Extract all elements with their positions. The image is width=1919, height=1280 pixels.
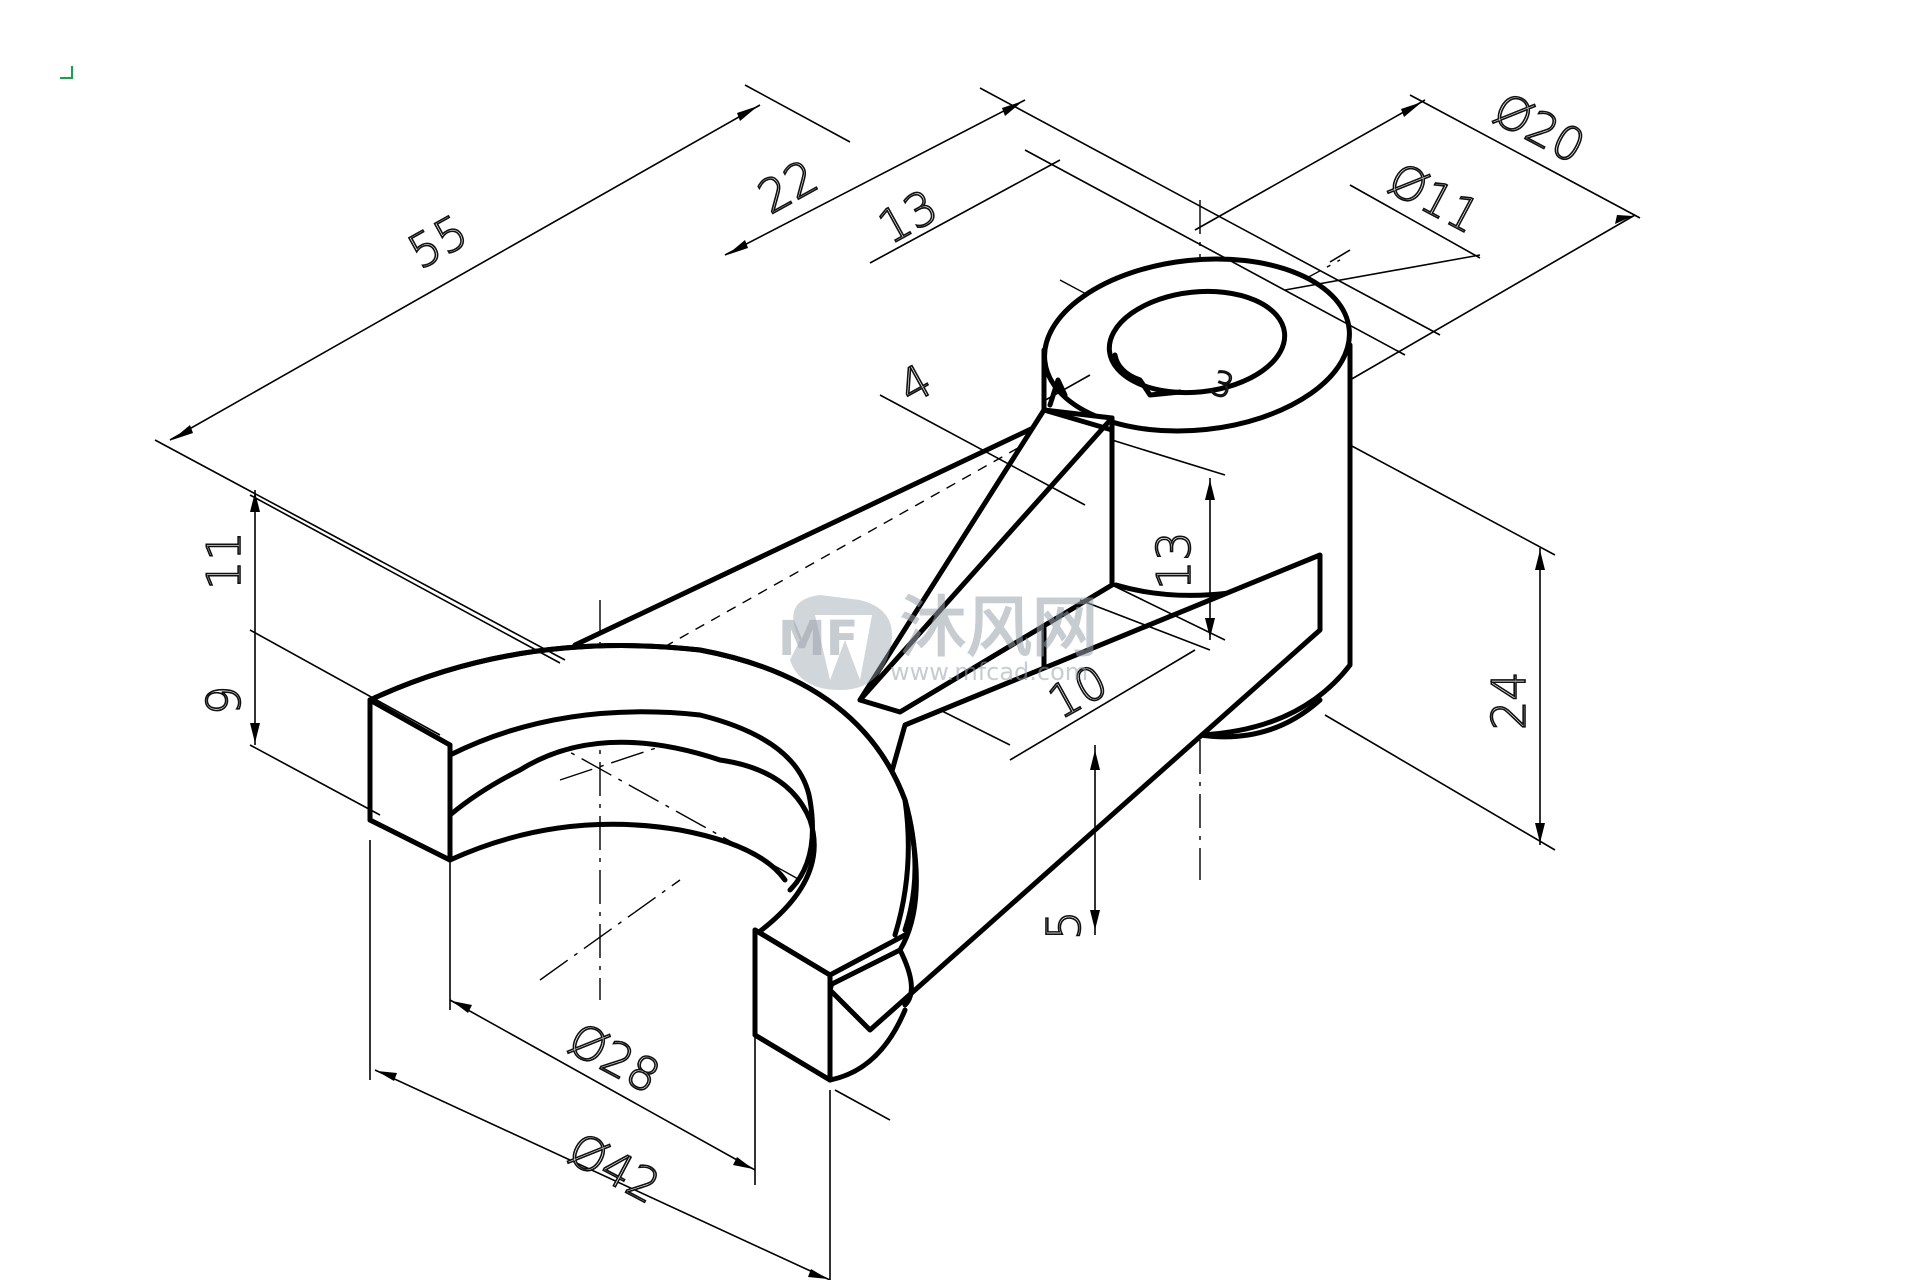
dim-4: 4 [889, 353, 941, 414]
dim-13-rib: 13 [1147, 531, 1201, 590]
watermark-logo-icon [790, 595, 892, 690]
dimension-lines [154, 84, 1641, 1280]
dim-dia-28: Ø28 [560, 1012, 669, 1104]
part-outline [367, 256, 1353, 1083]
watermark-logo-letters: MF [778, 611, 859, 667]
boss-bore [1106, 288, 1288, 396]
dim-dia-42: Ø42 [560, 1122, 669, 1214]
dim-24: 24 [1482, 671, 1536, 730]
dim-5: 5 [1037, 911, 1091, 940]
dimension-arrows [172, 101, 1633, 1279]
dim-22: 22 [749, 149, 826, 225]
watermark-url: www.mfcad.com [890, 658, 1088, 686]
corner-mark [60, 66, 73, 79]
dim-dia-20: Ø20 [1485, 82, 1594, 174]
watermark: MF 沐风网 www.mfcad.com [778, 589, 1098, 690]
dim-dia-11: Ø11 [1380, 152, 1489, 244]
dim-13-top: 13 [869, 179, 946, 255]
dim-11: 11 [197, 531, 251, 590]
dim-9: 9 [197, 686, 251, 715]
watermark-brand: 沐风网 [900, 589, 1098, 666]
dim-55: 55 [399, 204, 476, 280]
